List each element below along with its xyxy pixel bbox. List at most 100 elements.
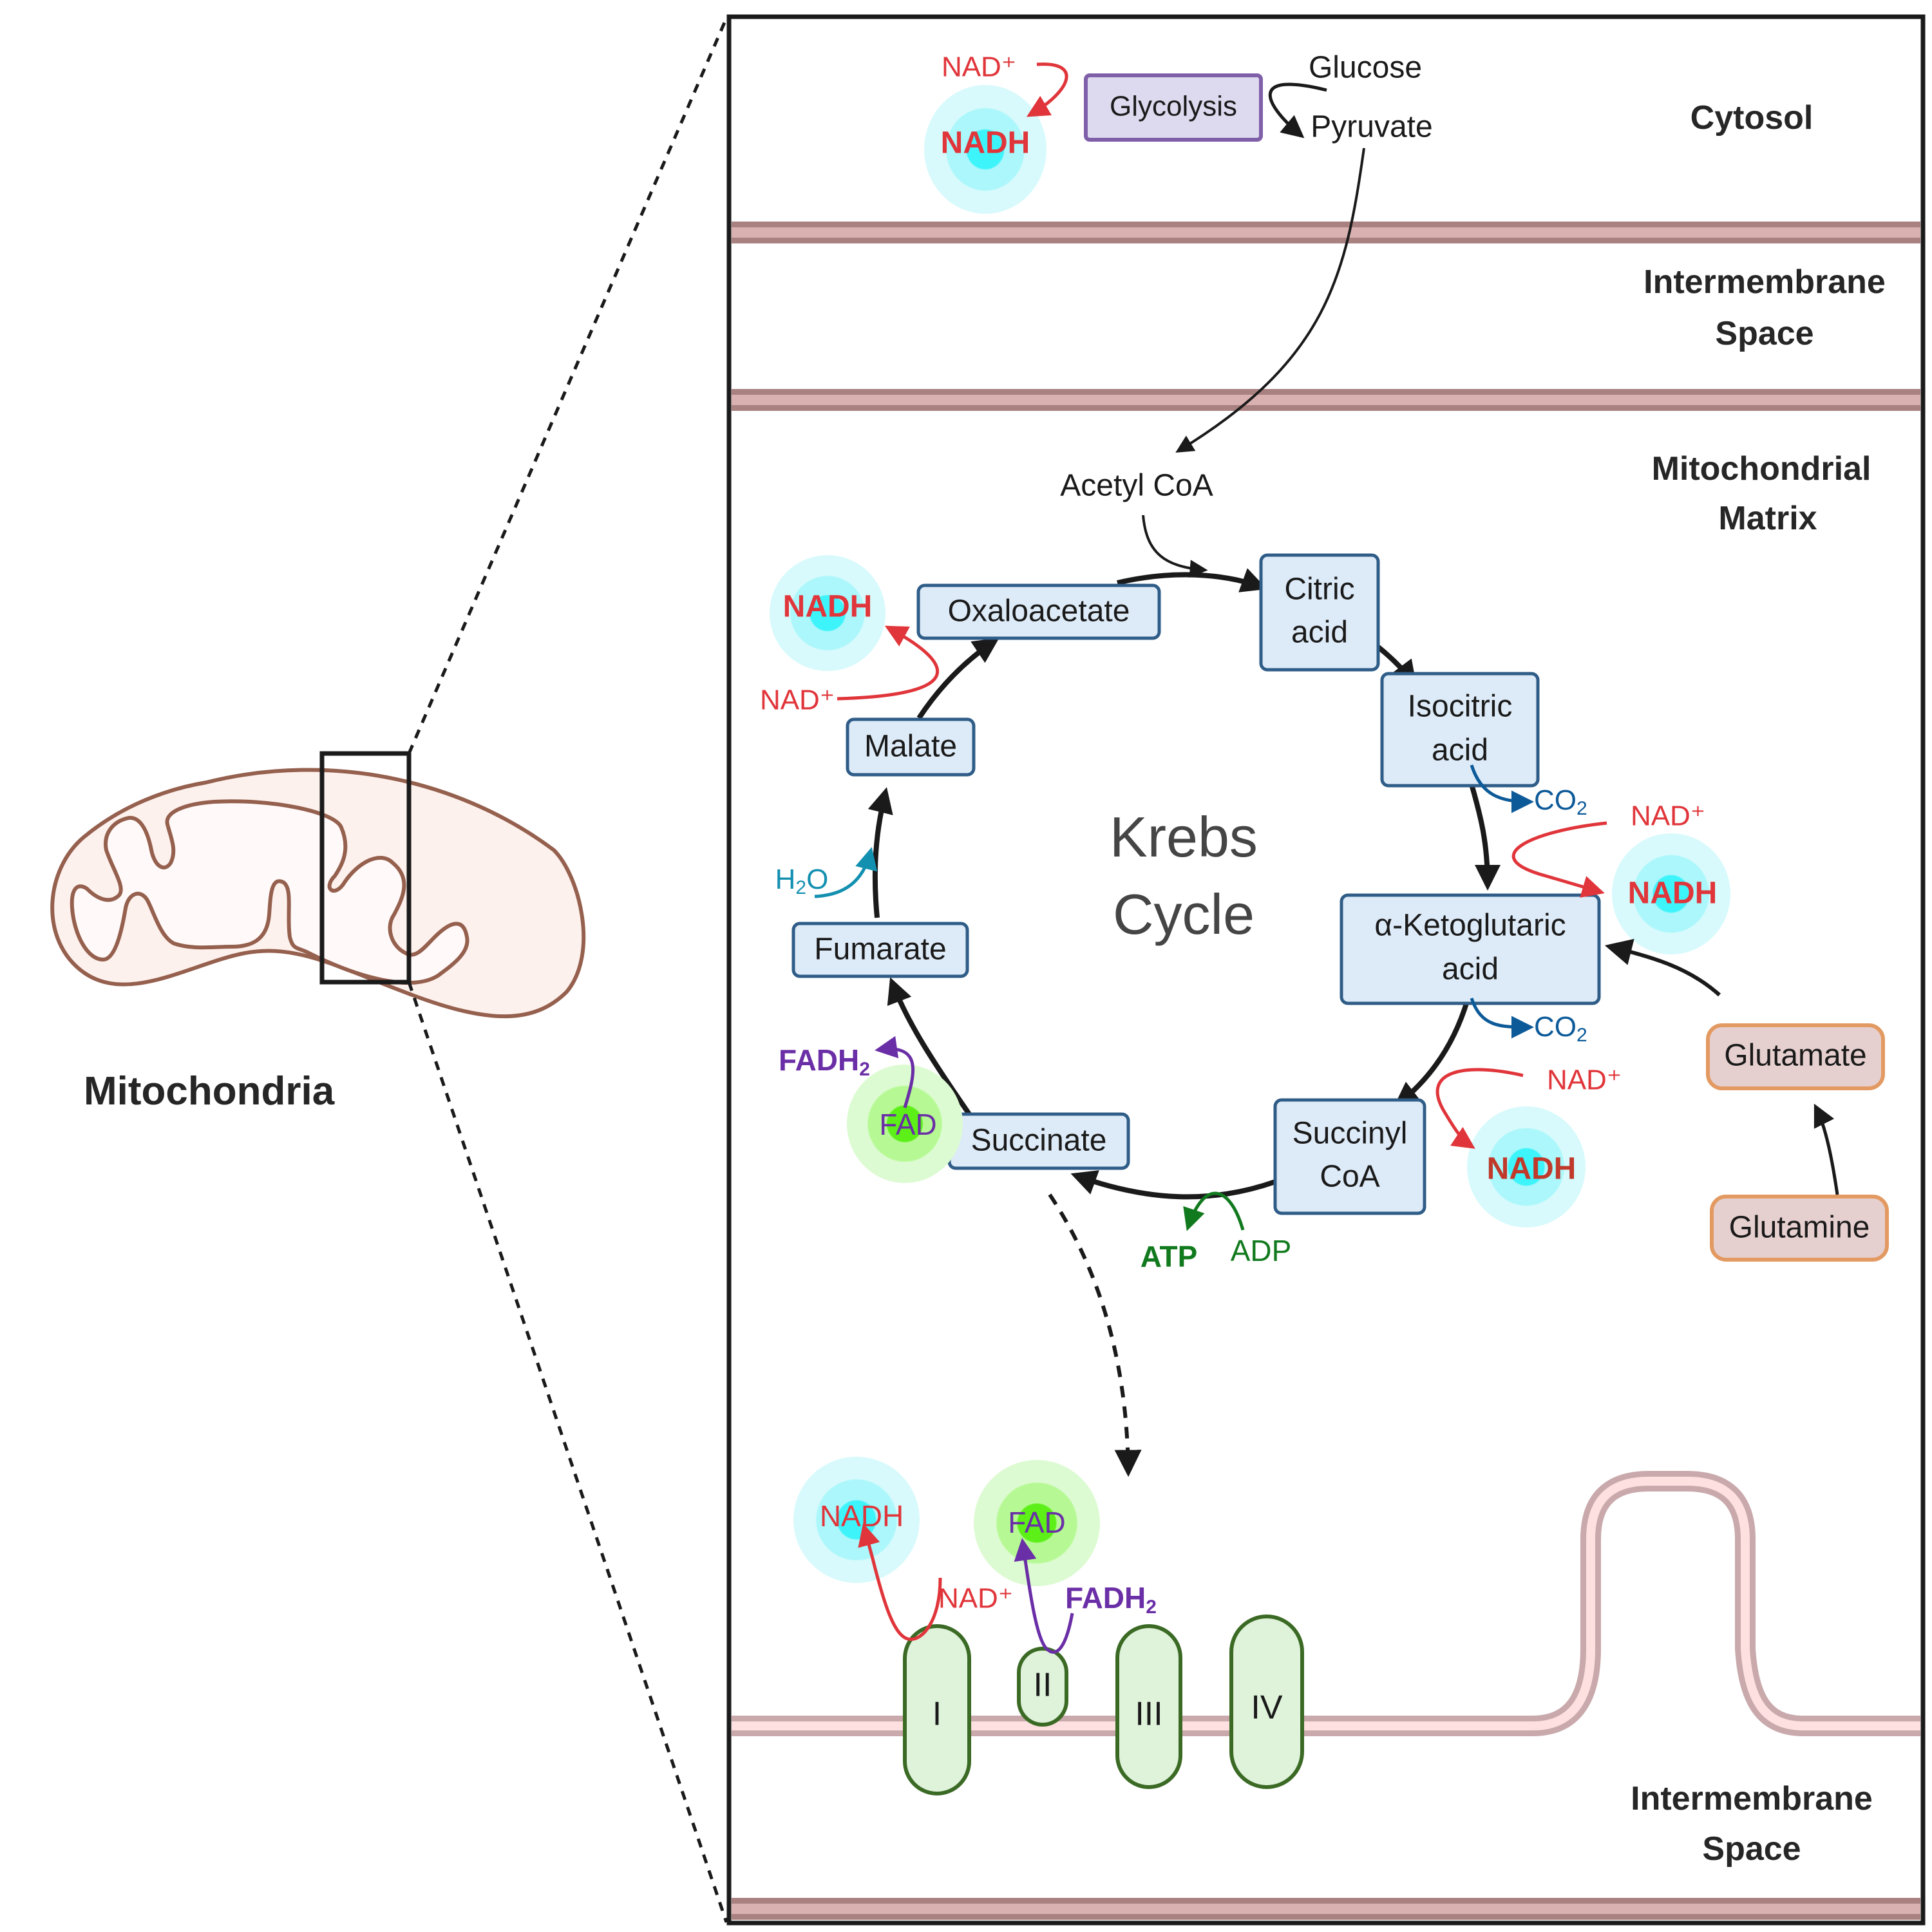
fad-to-fadh2-arrow bbox=[875, 1036, 915, 1108]
glycolysis-box bbox=[1084, 73, 1263, 142]
fadh2-label-1: FADH2 bbox=[779, 1043, 870, 1080]
citric-label-1: Citric bbox=[1284, 573, 1354, 607]
mitochondrion-illustration: Mitochondria bbox=[50, 17, 728, 1923]
succinate-label: Succinate bbox=[971, 1124, 1107, 1158]
intermediate-oxaloacetate: Oxaloacetate bbox=[916, 583, 1161, 640]
pyruvate-label: Pyruvate bbox=[1311, 110, 1432, 144]
intermediate-citric-acid: Citric acid bbox=[1259, 553, 1380, 672]
intermembrane-space-label-top-1: Intermembrane bbox=[1643, 263, 1886, 301]
cytosol-label: Cytosol bbox=[1690, 99, 1814, 137]
complex-i-label: I bbox=[933, 1696, 942, 1733]
isocitric-label-2: acid bbox=[1432, 734, 1488, 768]
nad-to-nadh-arrow bbox=[837, 625, 940, 701]
glutamate-label: Glutamate bbox=[1724, 1039, 1866, 1073]
citric-label-2: acid bbox=[1291, 616, 1348, 650]
complex-ii-label: II bbox=[1034, 1667, 1052, 1704]
succinate-to-fumarate-arrow bbox=[887, 977, 972, 1116]
nadh-glow bbox=[770, 555, 886, 671]
aketo-to-succinylcoa-arrow bbox=[1393, 1000, 1470, 1108]
zoom-selection-box bbox=[319, 751, 412, 985]
isocitric-label-1: Isocitric bbox=[1408, 690, 1513, 724]
complex-iii-label: III bbox=[1135, 1696, 1162, 1733]
outer-membrane bbox=[732, 222, 1920, 243]
succinate-dehydrogenase-cofactors: FAD FADH2 bbox=[779, 1036, 963, 1183]
nadh-glow bbox=[1612, 833, 1730, 954]
fumarate-label: Fumarate bbox=[814, 933, 946, 967]
atp-label: ATP bbox=[1141, 1240, 1198, 1273]
pyruvate-to-acetylcoa-arrow bbox=[1175, 147, 1365, 453]
glutamine-label: Glutamine bbox=[1729, 1211, 1870, 1245]
fad-label-1: FAD bbox=[879, 1108, 936, 1141]
glucose-label: Glucose bbox=[1309, 51, 1422, 85]
glycolysis-label: Glycolysis bbox=[1110, 91, 1237, 122]
etc-nadh-label: NADH bbox=[820, 1499, 904, 1533]
zoom-guide-top bbox=[407, 17, 728, 754]
intermembrane-space-label-top-2: Space bbox=[1715, 315, 1814, 352]
co2-label-2: CO2 bbox=[1534, 1011, 1587, 1046]
intermembrane-space-label-bottom-2: Space bbox=[1702, 1830, 1801, 1868]
nad-plus-label-2: NAD⁺ bbox=[1631, 800, 1705, 832]
malate-label: Malate bbox=[864, 730, 957, 764]
nadh-glow bbox=[924, 85, 1046, 214]
succinylcoa-to-succinate-arrow bbox=[1070, 1170, 1276, 1200]
nad-to-nadh-arrow bbox=[1435, 1068, 1524, 1149]
malate-dehydrogenase-cofactors: NADH NAD⁺ bbox=[760, 555, 940, 716]
isocitric-to-aketo-arrow bbox=[1469, 783, 1501, 891]
intermediate-fumarate: Fumarate bbox=[791, 922, 969, 978]
h2o-label: H2O bbox=[775, 864, 829, 898]
succinyl-label-2: CoA bbox=[1320, 1160, 1379, 1194]
substrate-level-phosphorylation: ATP ADP bbox=[1141, 1191, 1292, 1273]
adp-to-atp-arrow bbox=[1183, 1191, 1245, 1231]
co2-arrow-2 bbox=[1470, 998, 1534, 1039]
krebs-title-1: Krebs bbox=[1110, 805, 1258, 869]
nadh-glow bbox=[1467, 1106, 1586, 1227]
acetyl-coa-arrow bbox=[1142, 515, 1208, 578]
mitochondrion-cristae bbox=[70, 799, 469, 985]
aketoglutarate-dehydrogenase-cofactors: NADH NAD⁺ bbox=[1435, 1065, 1622, 1227]
zoom-guide-bottom bbox=[407, 981, 728, 1923]
matrix-label-1: Mitochondrial bbox=[1652, 450, 1871, 488]
intermediate-alpha-ketoglutaric-acid: α-Ketoglutaric acid bbox=[1340, 893, 1601, 1005]
complex-iv-label: IV bbox=[1251, 1689, 1282, 1727]
etc-fad-label: FAD bbox=[1008, 1506, 1065, 1539]
succinyl-label-1: Succinyl bbox=[1293, 1117, 1408, 1151]
oxaloacetate-to-citric-arrow bbox=[1117, 568, 1267, 592]
etc-nad-plus-label: NAD⁺ bbox=[938, 1583, 1013, 1615]
glutamine-to-glutamate-arrow bbox=[1814, 1103, 1839, 1195]
aketo-label-2: acid bbox=[1442, 952, 1499, 987]
complex-iii: III bbox=[1115, 1624, 1182, 1789]
nad-to-nadh-arrow bbox=[1511, 821, 1607, 898]
intermembrane-space-label-bottom-1: Intermembrane bbox=[1631, 1780, 1873, 1817]
malate-to-oxaloacetate-arrow bbox=[916, 638, 999, 720]
complex-i: I bbox=[903, 1624, 971, 1795]
fad-glow bbox=[974, 1460, 1100, 1586]
glutamate-to-aketo-arrow bbox=[1604, 938, 1721, 997]
nad-plus-label-3: NAD⁺ bbox=[1547, 1065, 1622, 1096]
inner-membrane-top bbox=[732, 389, 1920, 411]
nadh-label-1: NADH bbox=[783, 590, 873, 624]
glutamine-anaplerosis: Glutamate Glutamine bbox=[1604, 938, 1889, 1262]
nad-to-nadh-arrow bbox=[1026, 62, 1068, 117]
nadh-glow bbox=[793, 1457, 920, 1583]
nad-plus-label-cytosol: NAD⁺ bbox=[942, 52, 1016, 83]
mitochondria-label: Mitochondria bbox=[84, 1069, 335, 1113]
nadh-label-cytosol: NADH bbox=[941, 126, 1030, 160]
outer-membrane-bottom bbox=[732, 1898, 1920, 1920]
etc-fadh2-label: FADH2 bbox=[1065, 1581, 1157, 1618]
glutamate-box bbox=[1706, 1023, 1885, 1090]
glucose-to-pyruvate-arrow bbox=[1269, 82, 1327, 138]
intermediate-succinyl-coa: Succinyl CoA bbox=[1273, 1098, 1426, 1215]
krebs-title-2: Cycle bbox=[1113, 882, 1255, 946]
matrix-label-2: Matrix bbox=[1718, 500, 1817, 537]
adp-label: ADP bbox=[1231, 1234, 1292, 1267]
oxaloacetate-label: Oxaloacetate bbox=[948, 594, 1130, 629]
nadh-label-3: NADH bbox=[1487, 1152, 1577, 1186]
inner-membrane-crista bbox=[732, 1471, 1920, 1736]
acetyl-coa-label: Acetyl CoA bbox=[1060, 469, 1213, 503]
complex-ii: II bbox=[1017, 1647, 1068, 1727]
co2-label-1: CO2 bbox=[1534, 784, 1587, 819]
h2o-arrow bbox=[814, 847, 878, 898]
co2-arrow-1 bbox=[1470, 764, 1534, 813]
nad-plus-label-1: NAD⁺ bbox=[760, 685, 835, 716]
